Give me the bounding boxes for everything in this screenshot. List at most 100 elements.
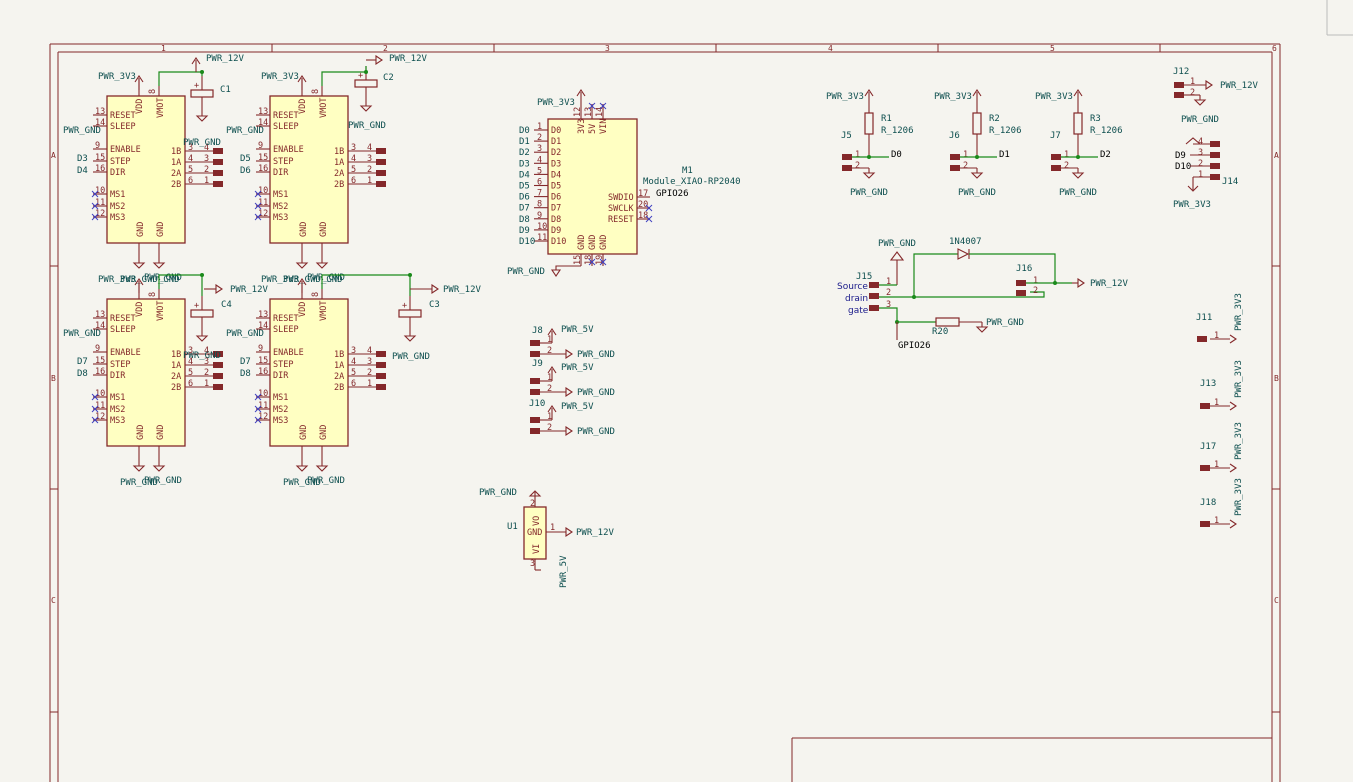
- pin-num: 2: [1190, 88, 1195, 98]
- pin-num: 8: [148, 89, 158, 94]
- net-label-gnd-bottom: PWR_GND: [144, 273, 182, 283]
- resistor-value: R_1206: [881, 126, 914, 136]
- net-label-gnd: PWR_GND: [850, 188, 888, 198]
- pin-num: 8: [311, 292, 321, 297]
- connector-pad: [530, 351, 540, 357]
- no-connect-icon: [599, 102, 607, 110]
- no-connect-icon: [254, 202, 262, 210]
- pin-num: 13: [258, 107, 268, 117]
- pin-num: 2: [547, 384, 552, 394]
- net-label-step: D7: [77, 357, 88, 367]
- net-label-d6: D6: [519, 193, 530, 203]
- power-arrow-icon: [297, 278, 307, 293]
- net-label-gnd-bottom: PWR_GND: [307, 476, 345, 486]
- net-label-gnd: PWR_GND: [63, 329, 101, 339]
- frame-row-b-left: B: [51, 374, 56, 383]
- pin-dir: DIR: [273, 168, 289, 178]
- pin-num: 1: [550, 523, 555, 533]
- cap-ref: C2: [383, 73, 394, 83]
- endstop-net: D0: [891, 150, 902, 160]
- connector-pad: [213, 362, 223, 368]
- net-label-12v: PWR_12V: [443, 285, 482, 295]
- gnd-symbol-icon: [315, 258, 329, 269]
- cap-ref: C4: [221, 300, 232, 310]
- pin-num: 13: [584, 107, 594, 117]
- pin-num: 12: [258, 412, 268, 422]
- mos-gate-label: gate: [848, 306, 869, 316]
- pin-ms3: MS3: [110, 416, 125, 426]
- capacitor-c2[interactable]: +C2: [354, 66, 394, 112]
- pin-num: 1: [547, 335, 552, 345]
- resistor-ref: R20: [932, 327, 948, 337]
- resistor-ref: R1: [881, 114, 892, 124]
- connector-ref: J9: [532, 359, 543, 369]
- no-connect-icon: [588, 258, 596, 266]
- connector-pad: [1200, 521, 1210, 527]
- connector-pad: [376, 170, 386, 176]
- connector-pad: [213, 384, 223, 390]
- resistor-r20: [935, 317, 960, 327]
- net-label-5v: PWR_5V: [561, 363, 594, 373]
- pin-vmot: VMOT: [319, 301, 329, 321]
- connector-pad: [1051, 154, 1061, 160]
- frame-row-c-left: C: [51, 596, 56, 605]
- pin-vmot: VMOT: [319, 98, 329, 118]
- pin-num: 4: [367, 143, 372, 153]
- frame-col-6: 6: [1272, 44, 1277, 53]
- pin-num: 2: [367, 368, 372, 378]
- capacitor-c3[interactable]: +C3: [398, 296, 440, 342]
- connector-pad: [530, 389, 540, 395]
- connector-pad: [1197, 336, 1207, 342]
- pin-num: 3: [530, 559, 535, 569]
- diode-icon: [957, 248, 970, 260]
- net-label-gnd-bottom: PWR_GWD_GND: [283, 275, 343, 285]
- pin-vo: VO: [532, 516, 542, 526]
- pin-num: 9: [258, 141, 263, 151]
- connector-ref: J15: [856, 272, 872, 282]
- net-label-3v3: PWR_3V3: [1234, 478, 1244, 516]
- mos-drain-label: drain: [845, 294, 868, 304]
- pin-step: STEP: [273, 360, 293, 370]
- connector-pad: [213, 148, 223, 154]
- capacitor-c1[interactable]: +C1: [190, 76, 231, 122]
- pin-gnd: GND: [319, 222, 329, 237]
- net-label-gnd: PWR_GND: [1181, 115, 1219, 125]
- capacitor-c4[interactable]: +C4: [190, 296, 232, 342]
- gnd-symbol-icon: [152, 461, 166, 472]
- net-label-12v: PWR_12V: [206, 54, 245, 64]
- net-label-3v3: PWR_3V3: [826, 92, 864, 102]
- net-label-d9: D9: [519, 226, 530, 236]
- connector-pad: [1200, 465, 1210, 471]
- power-arrow-icon: [204, 283, 223, 295]
- net-label-d0: D0: [519, 126, 530, 136]
- no-connect-icon: [91, 202, 99, 210]
- pin-num: 6: [351, 379, 356, 389]
- pin-vdd: VDD: [298, 302, 308, 317]
- pin-num: 4: [351, 154, 356, 164]
- net-label-gnd: PWR_GND: [183, 351, 221, 361]
- xiao-rp2040-module[interactable]: M1 Module_XIAO-RP2040 PWR_3V3 PWR_GND GP…: [507, 89, 741, 277]
- net-label-3v3: PWR_3V3: [1234, 422, 1244, 460]
- pin-num: 4: [188, 154, 193, 164]
- xiao-pin-d0: D0: [551, 126, 561, 136]
- net-label-gpio26: GPIO26: [898, 341, 931, 351]
- pin-num: 4: [188, 357, 193, 367]
